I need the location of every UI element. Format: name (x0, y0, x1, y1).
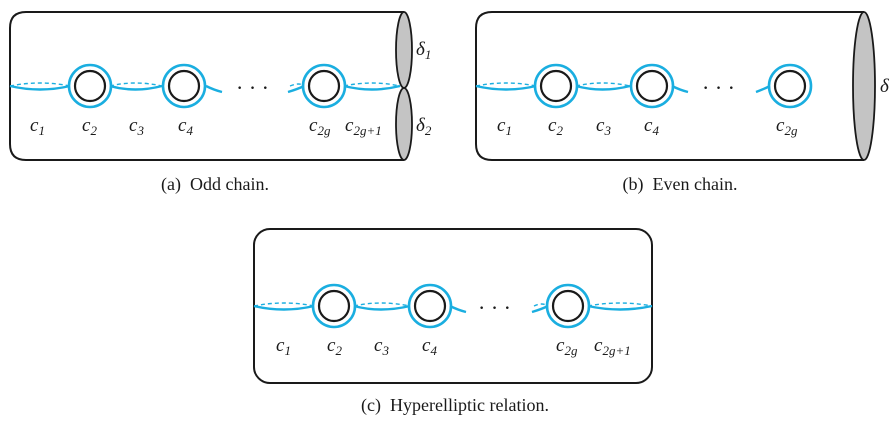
label-c1: c1 (497, 115, 512, 138)
curve-c2g1-front (343, 84, 401, 91)
curve-c2g-ring (767, 63, 813, 109)
caption-tag: (c) (361, 395, 382, 415)
curve-labels: c1 c2 c3 c4 c2g c2g+1 (276, 335, 631, 358)
hole-g (551, 289, 585, 323)
hole-1 (539, 69, 573, 103)
ellipsis: · · · (236, 75, 269, 100)
curve-c2g-back (289, 83, 305, 87)
curve-c3-back (575, 82, 631, 87)
label-c2g: c2g (309, 115, 331, 138)
curve-c1-front (475, 84, 537, 91)
hole-2 (635, 69, 669, 103)
label-c1: c1 (30, 115, 45, 138)
hole-2 (413, 289, 447, 323)
curve-c3-front (353, 304, 411, 311)
curve-c4-ring (407, 283, 453, 329)
label-c3: c3 (129, 115, 144, 138)
hole-2 (167, 69, 201, 103)
caption-text: Even chain. (652, 174, 738, 194)
curve-c2-ring (533, 63, 579, 109)
label-c1: c1 (276, 335, 291, 358)
boundary-delta1 (395, 11, 413, 89)
curve-c3-back (353, 302, 411, 307)
curve-c3-front (575, 84, 631, 91)
caption-a: (a) Odd chain. (130, 174, 300, 195)
curve-c2g-lead (287, 84, 305, 94)
caption-c: (c) Hyperelliptic relation. (340, 395, 570, 416)
label-delta: δ (880, 76, 890, 97)
label-c2g1: c2g+1 (594, 335, 631, 358)
curve-c2g-lead (531, 304, 549, 314)
caption-b: (b) Even chain. (590, 174, 770, 195)
ellipsis: · · · (478, 295, 511, 320)
curve-c1-back (475, 82, 537, 87)
curve-labels: c1 c2 c3 c4 c2g δ (497, 76, 890, 138)
curve-c2-ring (311, 283, 357, 329)
curve-c2g1-back (343, 82, 401, 87)
surface-outline (475, 11, 864, 161)
hole-1 (317, 289, 351, 323)
label-c4: c4 (422, 335, 437, 358)
curve-c2g-ring (301, 63, 347, 109)
caption-text: Hyperelliptic relation. (390, 395, 549, 415)
surface-outline (9, 11, 404, 161)
label-c4: c4 (178, 115, 193, 138)
curve-c1-front (9, 84, 71, 91)
label-c2: c2 (327, 335, 342, 358)
curve-c1-front (253, 304, 315, 311)
curve-c4-tail (205, 84, 223, 94)
curve-labels: c1 c2 c3 c4 c2g c2g+1 δ1 δ2 (30, 39, 432, 138)
label-c3: c3 (374, 335, 389, 358)
hole-g (773, 69, 807, 103)
hole-g (307, 69, 341, 103)
curve-c4-tail (449, 304, 467, 314)
curve-c2g1-front (587, 304, 653, 311)
label-c2: c2 (548, 115, 563, 138)
label-c2g: c2g (776, 115, 798, 138)
ellipsis: · · · (702, 75, 735, 100)
label-c3: c3 (596, 115, 611, 138)
boundary-delta (852, 11, 876, 161)
panel-hyperelliptic: · · · c1 c2 c3 c4 c2g c2g+1 (253, 228, 653, 384)
label-delta1: δ1 (416, 39, 431, 62)
hole-1 (73, 69, 107, 103)
panel-odd-chain: · · · c1 c2 c3 c4 c2g c2g+1 δ1 δ2 (9, 11, 432, 161)
curve-c2g-ring (545, 283, 591, 329)
curve-c3-back (109, 82, 163, 87)
curve-c1-back (9, 82, 71, 87)
curve-c4-ring (629, 63, 675, 109)
curve-c4-ring (161, 63, 207, 109)
curve-c3-front (109, 84, 163, 91)
label-delta2: δ2 (416, 115, 432, 138)
curve-c4-tail (671, 84, 689, 94)
caption-tag: (a) (161, 174, 181, 194)
caption-tag: (b) (622, 174, 644, 194)
label-c2: c2 (82, 115, 97, 138)
curve-c1-back (253, 302, 315, 307)
curve-c2-ring (67, 63, 113, 109)
panel-even-chain: · · · c1 c2 c3 c4 c2g δ (475, 11, 890, 161)
label-c2g1: c2g+1 (345, 115, 382, 138)
caption-text: Odd chain. (190, 174, 269, 194)
curve-c2g1-back (587, 302, 653, 307)
boundary-delta2 (395, 87, 413, 161)
curve-c2g-back (533, 303, 549, 307)
label-c2g: c2g (556, 335, 578, 358)
label-c4: c4 (644, 115, 659, 138)
